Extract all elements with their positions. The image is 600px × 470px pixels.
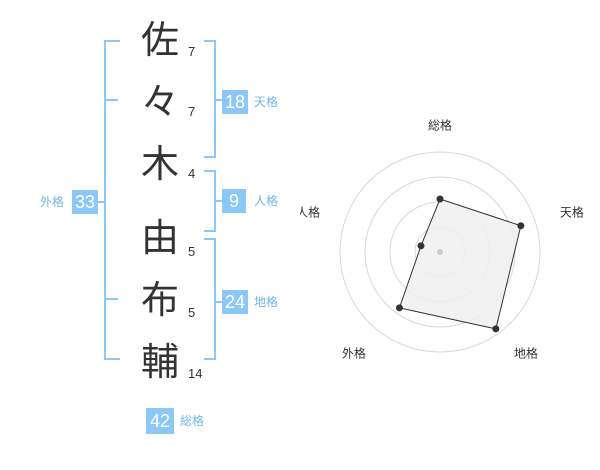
jinkaku-bracket-connector — [216, 200, 224, 202]
jinkaku-label: 人格 — [254, 194, 279, 208]
radar-axis-label-1: 総格 — [428, 118, 452, 133]
radar-axis-label-3: 地格 — [514, 345, 538, 360]
tenkaku-bracket — [204, 40, 216, 158]
stroke-count-6: 14 — [188, 366, 203, 381]
radar-series-area — [398, 198, 522, 330]
radar-point-2 — [517, 222, 525, 230]
radar-point-1 — [436, 195, 444, 203]
name-char-5: 布 — [140, 278, 179, 322]
radar-axis-label-5: 人格 — [300, 205, 320, 220]
radar-ring-4 — [339, 151, 541, 353]
gaikaku-value: 33 — [72, 190, 98, 214]
tenkaku-label: 天格 — [254, 95, 279, 109]
radar-axis-label-2: 天格 — [560, 205, 584, 220]
gaikaku-label: 外格 — [40, 195, 65, 209]
gaikaku-bracket-connector — [92, 201, 104, 203]
tenkaku-value: 18 — [222, 90, 248, 114]
stroke-count-1: 7 — [188, 44, 196, 59]
jinkaku-value: 9 — [222, 189, 246, 213]
radar-point-3 — [492, 325, 500, 333]
chikaku-label: 地格 — [254, 295, 279, 309]
name-char-6: 輔 — [140, 340, 179, 384]
radar-ring-3 — [364, 176, 516, 328]
stroke-count-4: 5 — [188, 244, 196, 259]
soukaku-label: 総格 — [180, 414, 205, 428]
radar-point-4 — [395, 304, 403, 312]
chikaku-value: 24 — [222, 290, 248, 314]
tenkaku-bracket-connector — [216, 99, 224, 101]
gaikaku-bracket — [104, 40, 120, 360]
radar-axis-label-4: 外格 — [342, 345, 366, 360]
soukaku-value: 42 — [146, 408, 174, 434]
name-char-2: 々 — [140, 80, 179, 124]
jinkaku-bracket — [204, 170, 216, 232]
gaikaku-bracket-tick-2 — [104, 298, 118, 300]
name-char-4: 由 — [140, 216, 179, 260]
chikaku-bracket-connector — [216, 301, 224, 303]
gaikaku-bracket-tick-1 — [104, 99, 118, 101]
stroke-count-2: 7 — [188, 104, 196, 119]
radar-point-5 — [417, 242, 425, 250]
name-char-1: 佐 — [140, 18, 179, 62]
radar-center-point — [437, 249, 443, 255]
name-char-3: 木 — [140, 142, 179, 186]
stroke-count-5: 5 — [188, 305, 196, 320]
stroke-count-3: 4 — [188, 166, 196, 181]
chikaku-bracket — [204, 238, 216, 360]
